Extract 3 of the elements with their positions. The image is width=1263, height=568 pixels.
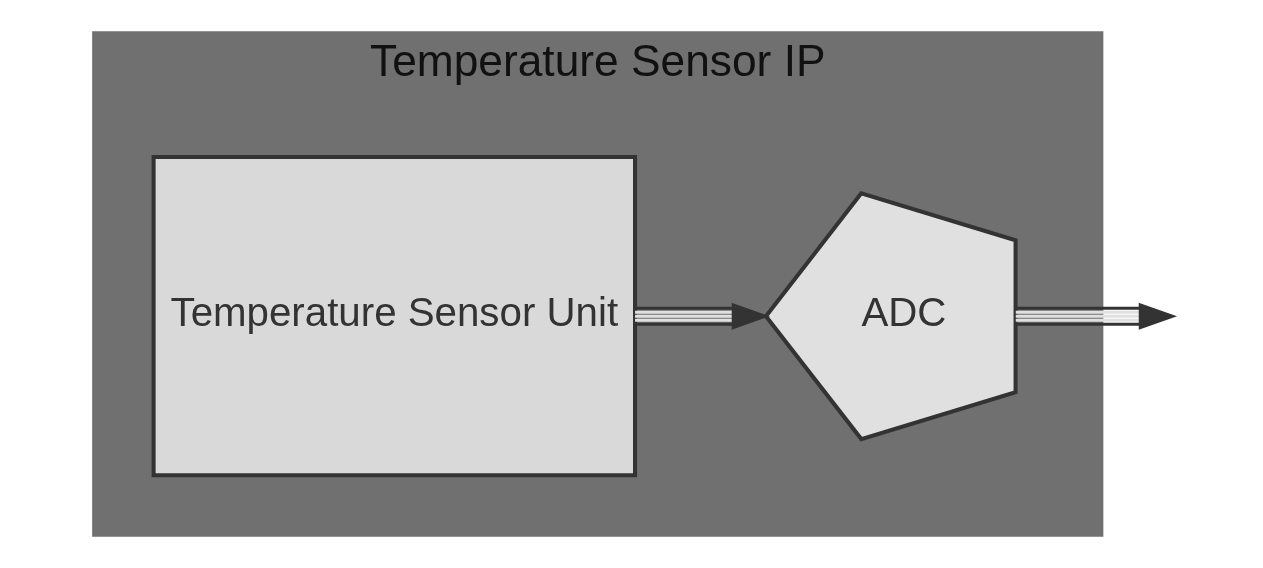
arrow bbox=[634, 302, 770, 330]
node-box: Temperature Sensor Unit bbox=[151, 155, 637, 478]
arrow bbox=[1015, 302, 1177, 330]
